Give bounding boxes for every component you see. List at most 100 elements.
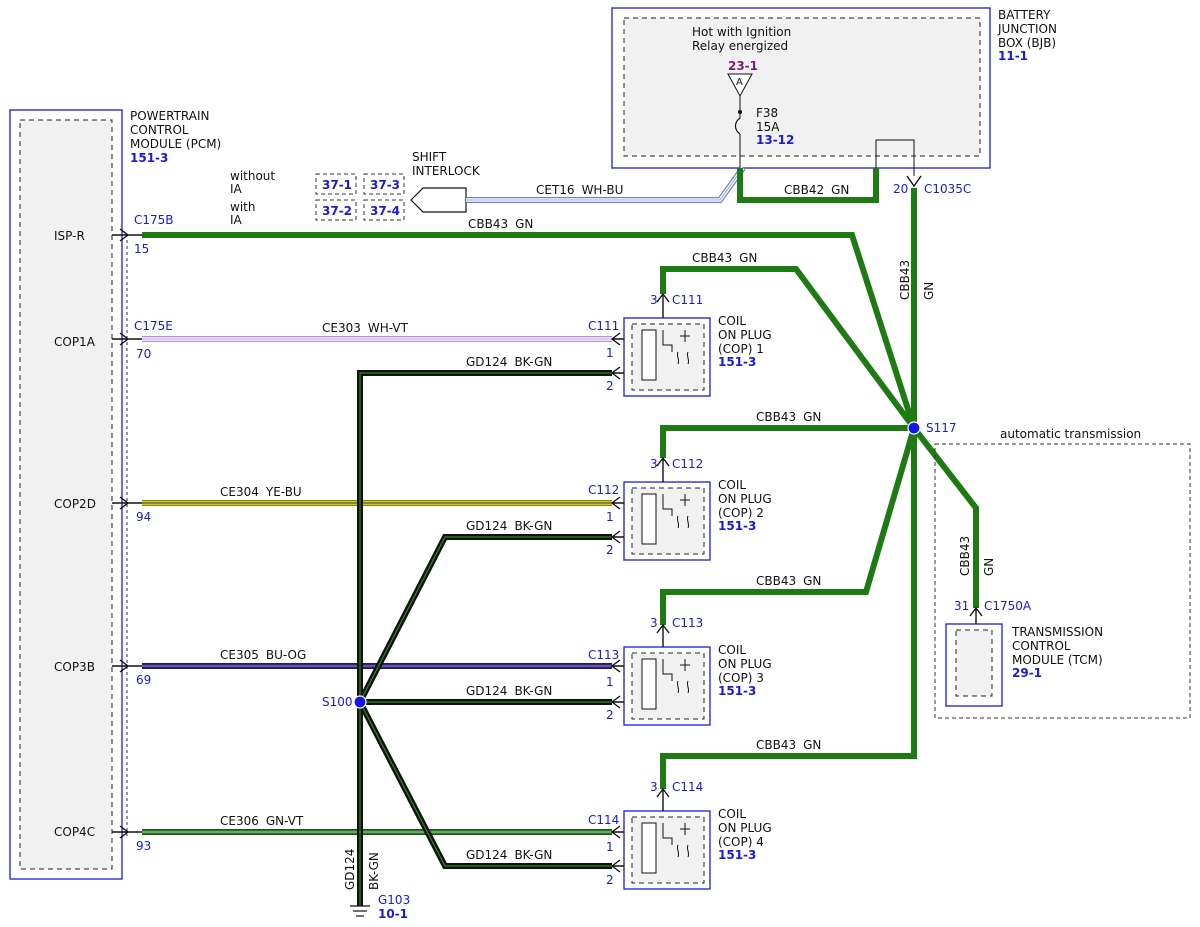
wire-cbb43-c111[interactable] xyxy=(660,266,917,430)
splice-s100-label: S100 xyxy=(322,695,353,709)
shift-interlock[interactable]: without IA with IA 37-1 37-3 37-2 37-4 S… xyxy=(230,150,481,227)
wire-cbb42[interactable] xyxy=(737,168,879,203)
tcm-module[interactable]: TRANSMISSION CONTROL MODULE (TCM) 29-1 xyxy=(945,623,1103,707)
cop-3-module[interactable]: COIL ON PLUG (COP) 3 151-3 xyxy=(623,643,772,726)
label-cbb43-vertical-circuit: CBB43 xyxy=(898,260,912,300)
cop-1-ref[interactable]: 151-3 xyxy=(718,355,756,369)
pcm-pin-93: 93 xyxy=(136,839,151,853)
pcm-name-line-3: MODULE (PCM) xyxy=(130,137,221,151)
circuit-tag-triangle xyxy=(727,73,753,98)
connector-c111-top[interactable]: C111 xyxy=(672,293,703,307)
splice-s100[interactable] xyxy=(353,695,367,709)
tcm-name-line-2: CONTROL xyxy=(1012,639,1071,653)
c112-pin-2: 2 xyxy=(606,543,614,557)
cop-4-ref[interactable]: 151-3 xyxy=(718,848,756,862)
cop-1-name-line-3: (COP) 1 xyxy=(718,342,764,356)
c114-pin-top: 3 xyxy=(650,780,658,794)
bjb-module[interactable]: BATTERY JUNCTION BOX (BJB) 11-1 Hot with… xyxy=(611,7,1057,176)
c111-pin-2: 2 xyxy=(606,379,614,393)
connector-c112-top[interactable]: C112 xyxy=(672,457,703,471)
label-cbb43-tcm-color: GN xyxy=(982,558,996,576)
bjb-note-line-2: Relay energized xyxy=(692,39,788,53)
ground-g103[interactable]: G103 xyxy=(378,893,410,907)
fuse-rating: 15A xyxy=(756,120,780,134)
pcm-pin-label-cop2d: COP2D xyxy=(54,497,96,511)
ref-box-37-2 xyxy=(315,199,357,221)
fuse-name: F38 xyxy=(756,106,778,120)
connector-c113[interactable]: C113 xyxy=(588,648,619,662)
c111-top-arrow xyxy=(656,292,670,318)
connector-c114-top[interactable]: C114 xyxy=(672,780,703,794)
cop-2-ref[interactable]: 151-3 xyxy=(718,519,756,533)
splice-s117[interactable] xyxy=(907,421,921,435)
cop-4-coil-icon xyxy=(662,823,690,858)
tcm-ref[interactable]: 29-1 xyxy=(1012,666,1042,680)
tcm-inner xyxy=(955,629,993,697)
connector-c112[interactable]: C112 xyxy=(588,483,619,497)
cop-4-core xyxy=(641,822,657,874)
fuse-ref[interactable]: 13-12 xyxy=(756,133,794,147)
shift-interlock-connector xyxy=(410,187,467,213)
wires-gd124[interactable] xyxy=(357,370,612,906)
bjb-ref[interactable]: 11-1 xyxy=(998,49,1028,63)
ref-37-2[interactable]: 37-2 xyxy=(322,204,352,218)
ref-37-3[interactable]: 37-3 xyxy=(370,178,400,192)
wire-cbb43-tcm[interactable] xyxy=(911,426,979,608)
cop-4-name-line-2: ON PLUG xyxy=(718,821,772,835)
pcm-module[interactable]: POWERTRAIN CONTROL MODULE (PCM) 151-3 xyxy=(9,109,221,880)
bjb-note-line-1: Hot with Ignition xyxy=(692,25,791,39)
c1750a-pin: 31 xyxy=(954,599,969,613)
cop-2-coil-icon xyxy=(662,494,690,529)
connector-c175e[interactable]: C175E xyxy=(134,319,173,333)
c113-pin-2: 2 xyxy=(606,708,614,722)
c1035c-arrow xyxy=(906,175,922,188)
connector-c175b[interactable]: C175B xyxy=(134,213,174,227)
connector-c113-top[interactable]: C113 xyxy=(672,616,703,630)
ref-37-4[interactable]: 37-4 xyxy=(370,204,400,218)
c113-top-arrow xyxy=(656,623,670,647)
connector-c1035c[interactable]: C1035C xyxy=(924,182,971,196)
connector-c111[interactable]: C111 xyxy=(588,319,619,333)
cop-4-module[interactable]: COIL ON PLUG (COP) 4 151-3 xyxy=(623,807,772,890)
tcm-name-line-1: TRANSMISSION xyxy=(1011,625,1103,639)
c113-pin-1: 1 xyxy=(606,675,614,689)
ref-37-1[interactable]: 37-1 xyxy=(322,178,352,192)
wire-cbb43-main[interactable] xyxy=(142,232,917,429)
cop-2-name-line-2: ON PLUG xyxy=(718,492,772,506)
wire-cbb43-c113[interactable] xyxy=(660,427,917,625)
connector-c1750a[interactable]: C1750A xyxy=(984,599,1032,613)
pcm-ref[interactable]: 151-3 xyxy=(130,151,168,165)
with-ia-line-2: IA xyxy=(230,213,243,227)
cop-2-module[interactable]: COIL ON PLUG (COP) 2 151-3 xyxy=(623,478,772,561)
connector-c114[interactable]: C114 xyxy=(588,813,619,827)
c113-pin-arrows xyxy=(610,659,624,709)
ground-ref[interactable]: 10-1 xyxy=(378,907,408,921)
circuit-ref-23-1[interactable]: 23-1 xyxy=(728,59,758,73)
wire-cbb43-c112[interactable] xyxy=(660,425,914,458)
with-ia-line-1: with xyxy=(230,200,255,214)
circuit-tag-a: A xyxy=(736,77,743,88)
pcm-pin-69: 69 xyxy=(136,673,151,687)
bjb-name-line-1: BATTERY xyxy=(998,8,1051,22)
pcm-pin-label-cop3b: COP3B xyxy=(54,660,95,674)
cop-3-ref[interactable]: 151-3 xyxy=(718,684,756,698)
wire-cet16[interactable] xyxy=(466,166,746,203)
cop-2-name-line-3: (COP) 2 xyxy=(718,506,764,520)
label-cbb43-vertical-color: GN xyxy=(922,282,936,300)
wire-cbb43-c114[interactable] xyxy=(660,428,917,789)
c112-pin-top: 3 xyxy=(650,457,658,471)
pcm-pin-15: 15 xyxy=(134,242,149,256)
cop-1-module[interactable]: COIL ON PLUG (COP) 1 151-3 xyxy=(623,314,772,397)
